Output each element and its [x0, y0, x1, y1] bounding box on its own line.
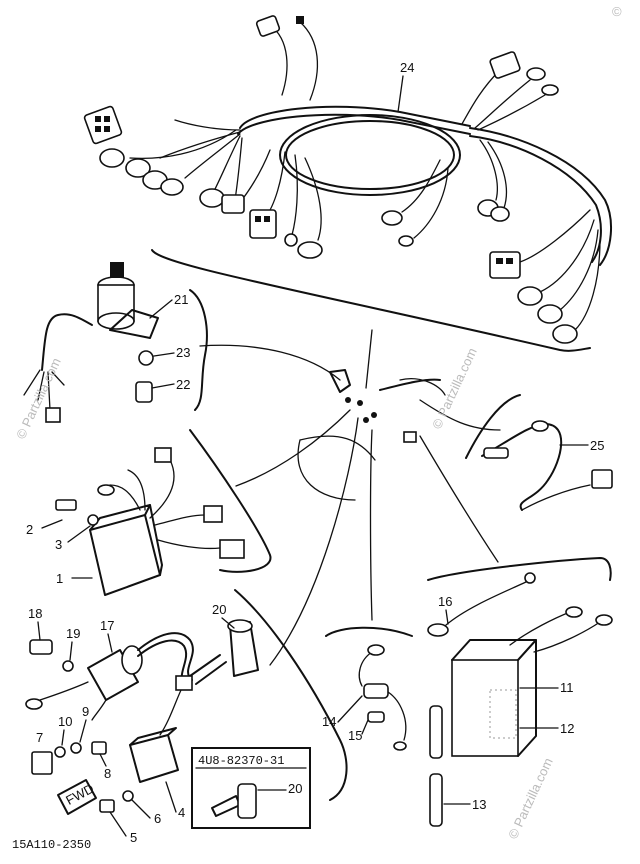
callout-20: 20 — [212, 602, 226, 617]
callout-16: 16 — [438, 594, 452, 609]
callout-1: 1 — [56, 571, 63, 586]
callout-6: 6 — [154, 811, 161, 826]
callout-23: 23 — [176, 345, 190, 360]
callout-5: 5 — [130, 830, 137, 845]
watermark-left: © Partzilla.com — [13, 356, 64, 442]
battery-electrolyte-dots — [489, 689, 517, 739]
callout-19: 19 — [66, 626, 80, 641]
callout-14: 14 — [322, 714, 336, 729]
callout-8: 8 — [104, 766, 111, 781]
watermark-top: © — [612, 4, 622, 19]
cdi-unit-assembly — [55, 429, 272, 596]
sub-harness — [465, 394, 613, 511]
wire-harness — [83, 15, 612, 344]
callout-9: 9 — [82, 704, 89, 719]
callout-4: 4 — [178, 805, 185, 820]
frame-outline — [297, 369, 501, 501]
callout-17: 17 — [100, 618, 114, 633]
watermark-right-bottom: © Partzilla.com — [505, 756, 556, 842]
callout-25: 25 — [590, 438, 604, 453]
diagram-code: 15A110-2350 — [12, 838, 91, 852]
callout-7: 7 — [36, 730, 43, 745]
inset-part-number: 4U8-82370-31 — [198, 754, 284, 768]
callout-13: 13 — [472, 797, 486, 812]
callout-12: 12 — [560, 721, 574, 736]
callout-11: 11 — [560, 680, 574, 695]
watermark-right-mid: © Partzilla.com — [429, 346, 480, 432]
callout-2: 2 — [26, 522, 33, 537]
callout-21: 21 — [174, 292, 188, 307]
callout-22: 22 — [176, 377, 190, 392]
callout-20-inset: 20 — [288, 781, 302, 796]
fwd-label: FWD — [63, 781, 96, 808]
plug-cap-inset: 4U8-82370-31 — [191, 747, 311, 829]
main-switch-assembly — [23, 262, 208, 423]
callout-15: 15 — [348, 728, 362, 743]
callout-10: 10 — [58, 714, 72, 729]
battery-assembly — [427, 557, 613, 827]
callout-3: 3 — [55, 537, 62, 552]
callout-18: 18 — [28, 606, 42, 621]
rear-connector-assembly — [325, 626, 413, 751]
callout-24: 24 — [400, 60, 414, 75]
